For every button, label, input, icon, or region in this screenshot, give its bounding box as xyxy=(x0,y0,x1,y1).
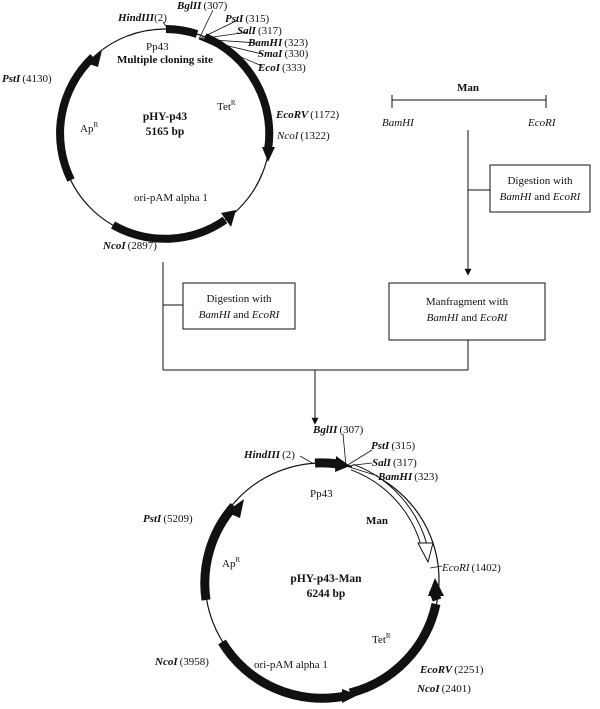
plasmid2-ori-arc xyxy=(218,639,346,703)
plasmid1-tet-arc xyxy=(203,33,274,151)
flow-arrows xyxy=(162,130,490,425)
plasmid2-name: pHY-p43-Man xyxy=(290,573,362,585)
plasmid1-mcs-label: Multiple cloning site xyxy=(117,54,213,66)
insert-left-end: BamHI xyxy=(382,117,415,129)
svg-text:BamHI and EcoRI: BamHI and EcoRI xyxy=(427,312,509,324)
plasmid2-ap-label: ApR xyxy=(222,556,240,570)
site-ncoi-1322: NcoI(1322) xyxy=(276,130,330,142)
plasmid2-promoter-label: Pp43 xyxy=(310,488,333,500)
p2-site-sali: SalI(317) xyxy=(372,457,417,469)
p2-site-bglii: BglII(307) xyxy=(312,424,364,436)
plasmid2-man-arrowhead xyxy=(417,542,434,564)
plasmid-phy-p43-man: HindIII(2) BglII(307) PstI(315) SalI(317… xyxy=(143,424,501,703)
plasmid1-ap-arc xyxy=(56,54,96,182)
svg-text:BamHI and EcoRI: BamHI and EcoRI xyxy=(500,191,582,203)
insert-name: Man xyxy=(457,82,479,94)
p2-site-ecori: EcoRI(1402) xyxy=(441,562,501,574)
insert-right-end: EcoRI xyxy=(527,117,557,129)
plasmid1-name: pHY-p43 xyxy=(143,111,188,123)
plasmid1-size: 5165 bp xyxy=(146,126,185,138)
svg-text:Digestion with: Digestion with xyxy=(507,175,573,187)
p2-site-psti-5209: PstI(5209) xyxy=(143,513,193,525)
svg-text:BamHI and EcoRI: BamHI and EcoRI xyxy=(199,309,281,321)
plasmid1-promoter-label: Pp43 xyxy=(146,41,169,53)
plasmid2-p43-block xyxy=(314,458,339,469)
site-ecoi: EcoI(333) xyxy=(257,62,306,74)
plasmid1-ori-label: ori-pAM alpha 1 xyxy=(134,192,208,204)
plasmid1-ap-label: ApR xyxy=(80,121,98,135)
plasmid-phy-p43: HindIII(2) BglII(307) PstI(315) SalI(317… xyxy=(2,0,339,252)
site-bglii: BglII(307) xyxy=(176,0,228,12)
plasmid1-ap-arrowhead xyxy=(86,50,102,67)
p2-site-hindiii: HindIII(2) xyxy=(243,449,295,461)
plasmid2-man-arc-fill xyxy=(351,464,427,546)
site-ncoi-2897: NcoI(2897) xyxy=(102,240,157,252)
manfragment-box: Manfragment with BamHI and EcoRI xyxy=(388,282,546,341)
plasmid2-size: 6244 bp xyxy=(307,588,346,600)
digest-vector-box: Digestion with BamHI and EcoRI xyxy=(182,282,296,330)
plasmid1-tet-label: TetR xyxy=(217,99,236,113)
p2-site-psti-315: PstI(315) xyxy=(371,440,416,452)
plasmid2-tet-arrowhead xyxy=(428,578,444,596)
man-insert: Man BamHI EcoRI xyxy=(382,82,557,129)
plasmid2-ap-arrowhead xyxy=(226,499,244,518)
site-psti-4130: PstI(4130) xyxy=(2,73,52,85)
site-bamhi: BamHI(323) xyxy=(247,37,308,49)
plasmid1-p43-block xyxy=(165,25,199,38)
p2-site-ecorv: EcoRV(2251) xyxy=(419,664,484,676)
digest-insert-box: Digestion with BamHI and EcoRI xyxy=(489,164,591,213)
site-ecorv: EcoRV(1172) xyxy=(275,109,339,121)
site-smai: SmaI(330) xyxy=(258,48,309,60)
plasmid1-ori-arrowhead xyxy=(221,210,236,227)
plasmid2-ori-label: ori-pAM alpha 1 xyxy=(254,659,328,671)
p2-site-bamhi: BamHI(323) xyxy=(377,471,438,483)
plasmid2-tet-label: TetR xyxy=(372,632,391,646)
plasmid2-tet-arc xyxy=(348,603,441,698)
svg-text:Manfragment with: Manfragment with xyxy=(426,296,509,308)
plasmid1-ori-arc xyxy=(111,216,228,243)
plasmid2-ap-arc xyxy=(200,503,238,601)
plasmid2-man-label: Man xyxy=(366,515,388,527)
plasmid2-site-leaders xyxy=(299,433,443,569)
plasmid1-site-leaders xyxy=(162,9,263,67)
site-sali: SalI(317) xyxy=(237,25,282,37)
site-psti-315: PstI(315) xyxy=(225,13,270,25)
svg-text:Digestion with: Digestion with xyxy=(206,293,272,305)
p2-site-ncoi-3958: NcoI(3958) xyxy=(154,656,209,668)
plasmid2-ori-arrowhead xyxy=(342,689,358,703)
plasmid1-tet-arrowhead xyxy=(262,147,275,162)
p2-site-ncoi-2401: NcoI(2401) xyxy=(416,683,471,695)
site-hindiii: HindIII(2) xyxy=(117,12,167,24)
